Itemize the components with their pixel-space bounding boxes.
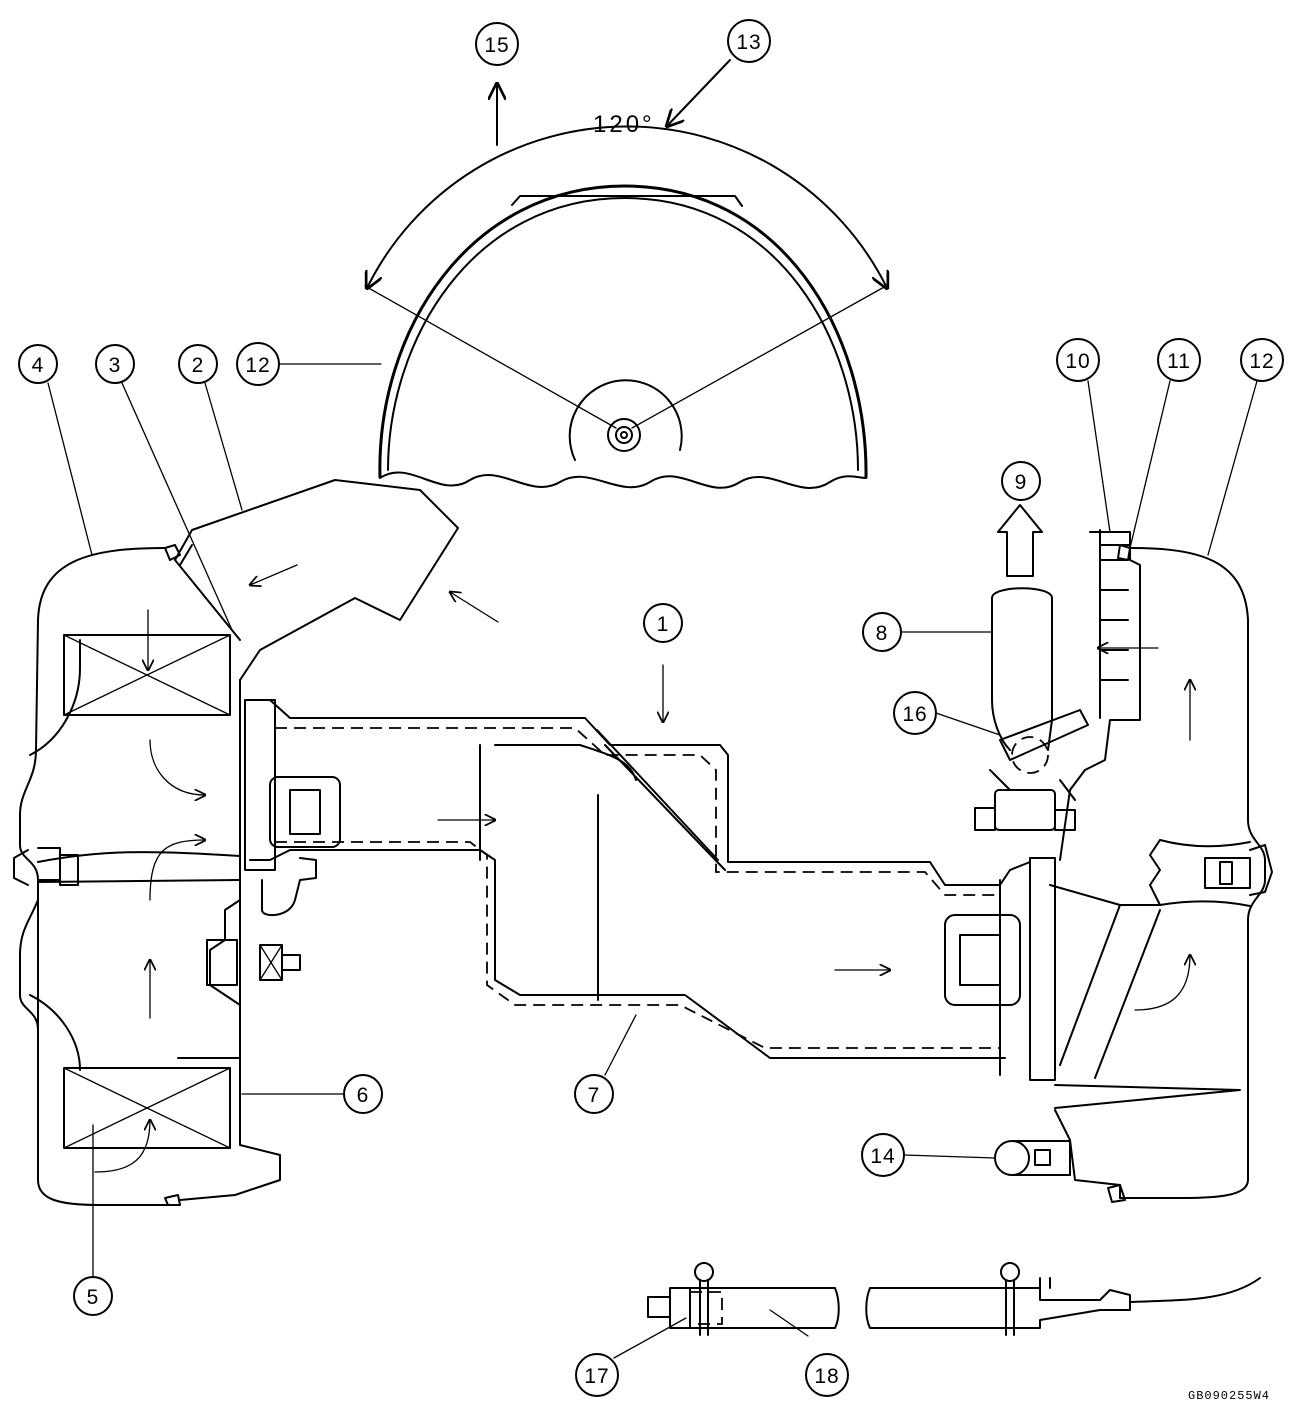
callout-4: 4 — [18, 344, 58, 384]
callout-6: 6 — [343, 1074, 383, 1114]
callout-16: 16 — [893, 691, 937, 735]
svg-text:1: 1 — [657, 613, 670, 636]
left-mounting-bolt — [206, 857, 317, 1006]
callout-14: 14 — [861, 1133, 905, 1177]
callout-2: 2 — [178, 344, 218, 384]
svg-text:4: 4 — [32, 354, 45, 377]
angle-label: 120° — [593, 111, 655, 138]
intake-pipe — [244, 699, 1056, 1081]
callout-17: 17 — [575, 1353, 619, 1397]
leader-lines — [47, 363, 1258, 1359]
callout-5: 5 — [73, 1276, 113, 1316]
callout-11: 11 — [1157, 338, 1201, 382]
svg-text:15: 15 — [484, 34, 509, 57]
callout-12-left: 12 — [236, 342, 280, 386]
bottom-tube — [647, 1262, 1261, 1336]
callout-1: 1 — [643, 603, 683, 643]
svg-text:6: 6 — [357, 1084, 370, 1107]
callout-7: 7 — [574, 1074, 614, 1114]
fan-swing-angle: 120° — [367, 59, 887, 288]
right-outlet-hose — [974, 504, 1089, 831]
svg-text:7: 7 — [588, 1084, 601, 1107]
airflow-arrows — [94, 564, 1190, 1173]
cooling-fan — [364, 184, 887, 489]
svg-text:17: 17 — [584, 1365, 609, 1388]
svg-text:11: 11 — [1167, 350, 1191, 373]
svg-text:12: 12 — [245, 354, 270, 377]
left-air-cleaner-housing — [13, 544, 281, 1206]
svg-text:3: 3 — [109, 354, 122, 377]
svg-text:14: 14 — [870, 1145, 895, 1168]
drawing-code: GB090255W4 — [1188, 1389, 1270, 1403]
callout-10: 10 — [1056, 338, 1100, 382]
svg-text:12: 12 — [1249, 350, 1274, 373]
svg-text:13: 13 — [736, 31, 761, 54]
svg-text:2: 2 — [192, 354, 205, 377]
callout-9: 9 — [1001, 461, 1041, 501]
bottom-bracket — [994, 1140, 1071, 1176]
svg-text:8: 8 — [876, 622, 889, 645]
callout-13: 13 — [727, 19, 771, 63]
callout-18: 18 — [805, 1353, 849, 1397]
svg-text:16: 16 — [902, 703, 927, 726]
callout-3: 3 — [95, 344, 135, 384]
svg-text:9: 9 — [1015, 471, 1028, 494]
callout-15: 15 — [475, 22, 519, 66]
svg-text:18: 18 — [814, 1365, 839, 1388]
callout-12-right: 12 — [1240, 338, 1284, 382]
svg-text:10: 10 — [1065, 350, 1090, 373]
svg-text:5: 5 — [87, 1286, 100, 1309]
left-pre-cleaner-inlet — [174, 479, 459, 681]
right-air-cleaner-housing — [1049, 529, 1273, 1203]
callout-8: 8 — [862, 612, 902, 652]
